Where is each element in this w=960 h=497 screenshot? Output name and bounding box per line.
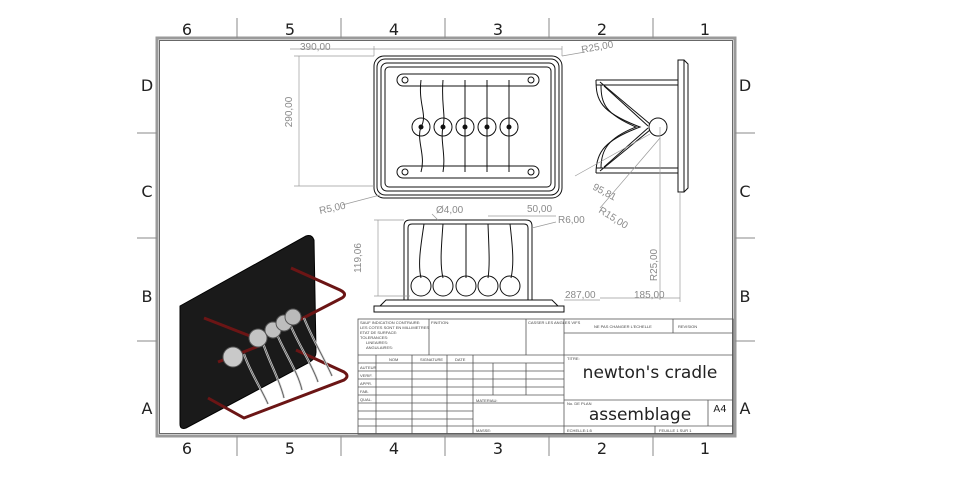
dim-radius-r25-side: R25,00 — [649, 248, 660, 281]
tb-note-2: ETAT DE SURFACE: — [360, 330, 397, 335]
zone-col-bottom-2: 2 — [597, 439, 607, 458]
tb-title: newton's cradle — [583, 363, 718, 383]
tb-row-quality: QUAL. — [360, 397, 372, 402]
tb-edges-label: CASSER LES ANGLES VIFS — [528, 320, 581, 325]
zone-col-top-1: 1 — [700, 20, 710, 39]
zone-row-right-b: B — [740, 287, 751, 306]
zone-col-top-4: 4 — [389, 20, 399, 39]
tb-note-0: SAUF INDICATION CONTRAIRE: — [360, 320, 420, 325]
tb-col-signature: SIGNATURE — [420, 357, 443, 362]
tb-revision: REVISION — [678, 324, 697, 329]
zone-col-top-5: 5 — [285, 20, 295, 39]
zone-col-top-3: 3 — [493, 20, 503, 39]
zone-row-right-c: C — [739, 182, 750, 201]
tb-row-check: VERIF. — [360, 373, 372, 378]
tb-no-scale: NE PAS CHANGER L'ECHELLE — [594, 324, 652, 329]
dim-radius-r5: R5,00 — [318, 201, 347, 217]
iso-ball-2 — [248, 328, 268, 348]
tb-note-3: TOLERANCES: — [360, 335, 388, 340]
zone-row-right-a: A — [740, 399, 751, 418]
tb-scale-label: ECHELLE:1:5 — [567, 428, 593, 433]
dim-287: 287,00 — [565, 290, 596, 301]
dim-height-119: 119,06 — [353, 243, 364, 273]
zone-col-bottom-1: 1 — [700, 439, 710, 458]
dim-radius-r25: R25,00 — [581, 39, 615, 56]
dim-185: 185,00 — [634, 290, 665, 301]
side-view — [595, 59, 689, 193]
dim-95-81: 95,81 — [591, 182, 619, 204]
zone-col-bottom-5: 5 — [285, 439, 295, 458]
dim-radius-r6: R6,00 — [558, 215, 585, 226]
tb-material-label: MATERIAU: — [476, 398, 497, 403]
zone-col-top-6: 6 — [182, 20, 192, 39]
sheet-inner-border — [159, 40, 733, 434]
dim-50: 50,00 — [527, 204, 552, 215]
tb-finish-label: FINITION: — [431, 320, 449, 325]
dim-radius-r15: R15,00 — [596, 205, 630, 232]
tb-title-label: TITRE: — [567, 356, 580, 361]
tb-note-1: LES COTES SONT EN MILLIMETRES — [360, 325, 429, 330]
zone-col-bottom-3: 3 — [493, 439, 503, 458]
tb-row-author: AUTEUR — [360, 365, 377, 370]
zone-col-bottom-6: 6 — [182, 439, 192, 458]
zone-row-left-c: C — [141, 182, 152, 201]
dim-width-390: 390,00 — [300, 42, 331, 53]
tb-note-5: ANGULAIRES: — [366, 345, 393, 350]
title-block-lines — [357, 318, 734, 435]
tb-col-date: DATE — [455, 357, 466, 362]
zone-row-left-a: A — [142, 399, 153, 418]
tb-mass-label: MASSE: — [476, 428, 491, 433]
iso-ball-1 — [222, 346, 244, 368]
dim-diameter-4: Ø4,00 — [436, 205, 464, 216]
tb-sheet-size: A4 — [713, 404, 726, 415]
side-view-dimension-lines — [574, 127, 681, 302]
tb-note-4: LINEAIRES: — [366, 340, 388, 345]
zone-row-left-b: B — [142, 287, 153, 306]
tb-col-name: NOM — [389, 357, 398, 362]
sheet-outer-border — [155, 36, 737, 438]
top-view — [373, 55, 563, 199]
dim-height-290: 290,00 — [284, 96, 295, 127]
front-view — [373, 219, 565, 313]
zone-row-right-d: D — [739, 76, 751, 95]
zone-row-left-d: D — [141, 76, 153, 95]
zone-col-top-2: 2 — [597, 20, 607, 39]
tb-row-approve: APPR. — [360, 381, 372, 386]
zone-col-bottom-4: 4 — [389, 439, 399, 458]
tb-drawing-name: assemblage — [589, 405, 691, 425]
tb-row-fab: FAB. — [360, 389, 369, 394]
isometric-view — [179, 235, 349, 429]
top-view-dimension-lines — [290, 46, 586, 206]
front-view-dimension-lines — [374, 213, 600, 301]
tb-drawing-no-label: No. DE PLAN — [567, 401, 592, 406]
zone-ticks — [137, 18, 755, 456]
iso-ball-5 — [284, 308, 302, 326]
tb-sheet-label: FEUILLE 1 SUR 1 — [659, 428, 692, 433]
